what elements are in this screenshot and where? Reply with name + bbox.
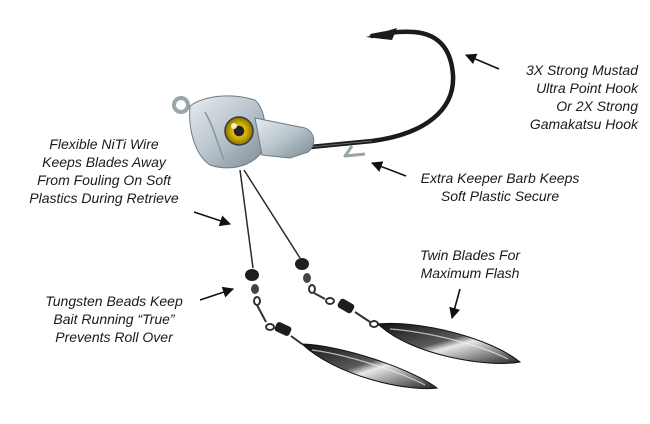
bead-chain-lower	[245, 269, 303, 345]
callout-wire-line-2: Keeps Blades Away	[42, 154, 166, 170]
niti-wires	[239, 169, 301, 269]
callout-blades: Twin Blades For Maximum Flash	[405, 246, 535, 282]
bead-chain-upper	[295, 258, 379, 328]
keeper-barb	[343, 145, 366, 158]
callout-wire-line-3: From Fouling On Soft	[37, 172, 171, 188]
beads-arrow	[199, 286, 235, 301]
keeper-arrow	[370, 161, 407, 177]
callout-wire-line-1: Flexible NiTi Wire	[49, 136, 159, 152]
callout-beads-line-3: Prevents Roll Over	[55, 329, 173, 345]
callout-beads: Tungsten Beads Keep Bait Running “True” …	[34, 292, 194, 346]
callout-keeper-line-1: Extra Keeper Barb Keeps	[420, 170, 580, 186]
callout-blades-line-1: Twin Blades For	[419, 247, 521, 263]
callout-hook-line-1: 3X Strong Mustad	[525, 62, 638, 78]
callout-blades-line-2: Maximum Flash	[420, 265, 520, 281]
jig-head	[172, 95, 315, 169]
callout-keeper-line-2: Soft Plastic Secure	[440, 188, 560, 204]
callout-hook-line-3: Or 2X Strong	[556, 98, 638, 114]
eye	[224, 116, 254, 146]
hook-arrow	[464, 53, 500, 70]
callout-beads-line-2: Bait Running “True”	[53, 311, 175, 327]
blade-lower	[300, 343, 439, 390]
blade-upper	[376, 322, 522, 364]
callout-hook-line-2: Ultra Point Hook	[536, 80, 638, 96]
callout-hook: 3X Strong Mustad Ultra Point Hook Or 2X …	[478, 61, 638, 133]
callout-hook-line-4: Gamakatsu Hook	[529, 116, 638, 132]
wire-arrow	[193, 211, 232, 227]
callout-arrows	[193, 53, 500, 320]
callout-keeper: Extra Keeper Barb Keeps Soft Plastic Sec…	[408, 169, 592, 205]
callout-wire: Flexible NiTi Wire Keeps Blades Away Fro…	[12, 135, 196, 207]
hook	[297, 28, 456, 151]
callout-beads-line-1: Tungsten Beads Keep	[45, 293, 183, 309]
blades-arrow	[449, 288, 461, 320]
callout-wire-line-4: Plastics During Retrieve	[29, 190, 179, 206]
